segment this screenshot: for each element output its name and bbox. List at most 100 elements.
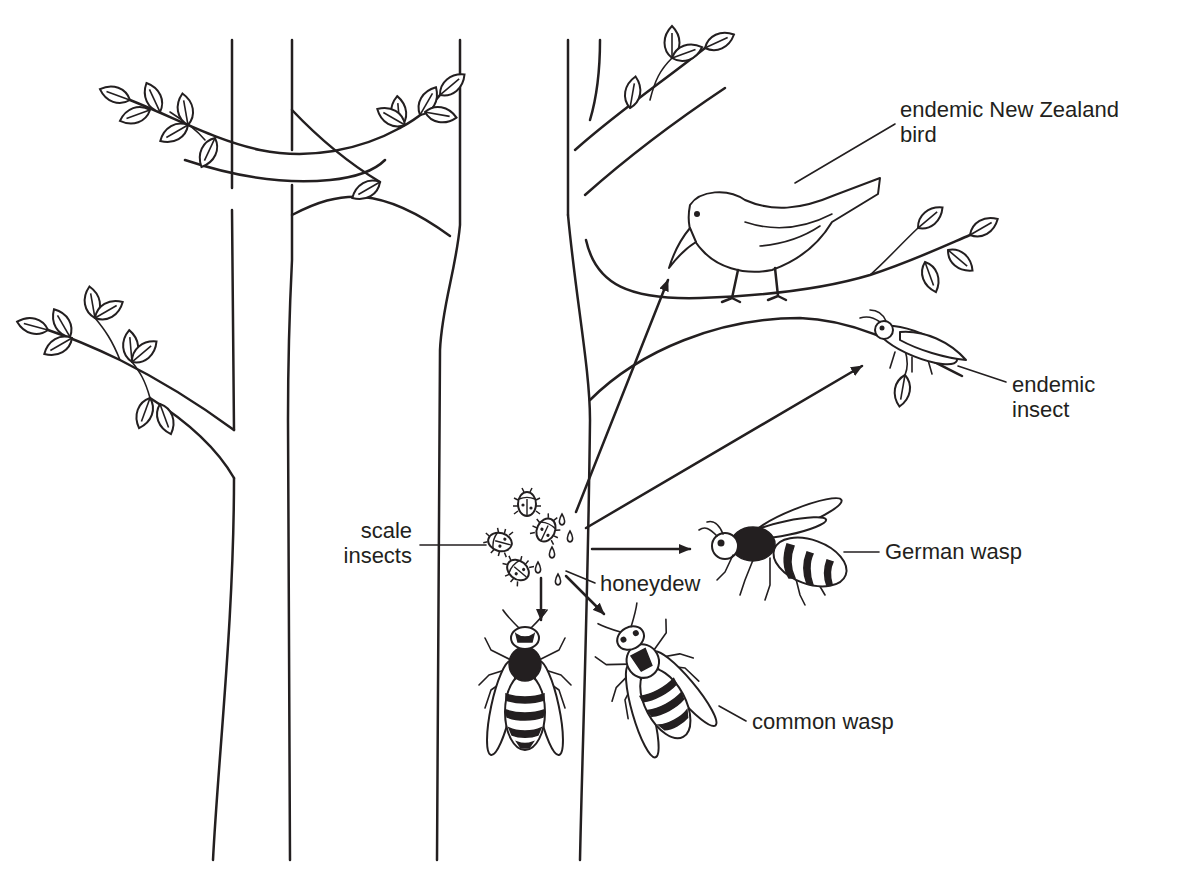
left-tree (232, 210, 234, 430)
common-wasp (509, 647, 541, 681)
leader-lines (566, 571, 595, 583)
feeding-arrows (586, 366, 862, 528)
leaves (669, 40, 704, 65)
leaves (892, 374, 912, 408)
german-wasp (717, 555, 733, 580)
label: German wasp (885, 539, 1022, 564)
feeding-arrows (540, 578, 543, 620)
leaves (153, 401, 178, 436)
leaves (175, 92, 195, 126)
left-tree (132, 362, 150, 398)
insect (860, 310, 886, 322)
german-wasp (825, 560, 833, 586)
left-tree (185, 160, 385, 181)
leaves (117, 103, 152, 128)
common-wasp (631, 648, 654, 671)
common-wasp (511, 627, 539, 649)
leader-lines (844, 551, 879, 553)
insect (880, 326, 885, 331)
feeding-arrows (541, 280, 862, 620)
right-tree (567, 40, 570, 215)
insect (900, 332, 966, 360)
bird (760, 226, 820, 246)
common-wasp (506, 710, 544, 720)
left-tree (292, 197, 450, 236)
leaves (424, 105, 458, 125)
left-tree (150, 398, 234, 478)
german-wasp (718, 540, 725, 547)
common-wasp (505, 674, 545, 750)
label: common wasp (752, 709, 894, 734)
right-tree (568, 40, 970, 860)
leaves (127, 336, 161, 368)
common-wasp (516, 634, 534, 642)
label: scale insects (322, 518, 412, 568)
leaves (435, 69, 469, 101)
leaves (132, 395, 157, 430)
leaves (623, 75, 643, 109)
common-wasp (632, 629, 640, 637)
leaves (195, 135, 222, 170)
feeding-arrows (576, 280, 668, 512)
german-wasp (712, 533, 738, 559)
leaves (91, 296, 126, 325)
label: honeydew (600, 571, 700, 596)
left-tree (130, 95, 440, 154)
leaves (918, 259, 943, 294)
german-wasp (699, 522, 723, 537)
leader-lines (719, 706, 746, 721)
insect (875, 321, 893, 339)
common-wasp (509, 728, 541, 737)
common-wasp (517, 742, 533, 748)
leaves (48, 306, 77, 341)
bird (768, 268, 786, 300)
scale-insects (481, 524, 515, 558)
german-wasp (767, 528, 853, 595)
leader-lines (420, 124, 1006, 721)
german-wasp (804, 552, 813, 585)
leader-lines (958, 366, 1006, 382)
leaves (623, 26, 1002, 408)
leaves (97, 82, 132, 107)
scale-insects (528, 510, 565, 547)
leaves (41, 332, 76, 361)
honeydew-drops (567, 531, 572, 542)
common-wasp (598, 603, 645, 640)
leaves (157, 119, 192, 148)
left-tree (437, 40, 460, 860)
insect (860, 310, 966, 374)
label: endemic insect (1012, 372, 1107, 422)
right-tree (568, 215, 590, 860)
feeding-arrows (592, 548, 690, 551)
honeydew-drops (549, 547, 554, 558)
leaves (702, 28, 737, 55)
honeydew-drops (535, 514, 572, 585)
left-tree (95, 318, 120, 360)
scale-insects (513, 488, 541, 516)
right-tree (585, 88, 725, 195)
leaves (349, 176, 384, 205)
left-tree (48, 330, 234, 430)
common-wasp (648, 693, 686, 720)
leaves (943, 244, 977, 276)
left-tree (288, 185, 292, 860)
bird (694, 211, 700, 217)
leader-lines (420, 544, 486, 546)
leaves (15, 314, 50, 337)
common-wasp (506, 694, 544, 703)
german-wasp (784, 544, 795, 578)
left-tree (231, 40, 234, 188)
common-wasp (479, 610, 571, 757)
scale-insects (497, 549, 536, 588)
leaves (913, 202, 947, 234)
honeydew-drops (555, 574, 560, 585)
common-wasp (577, 592, 727, 765)
leader-lines (795, 124, 895, 183)
bird (745, 214, 832, 228)
label: endemic New Zealand bird (900, 97, 1140, 147)
left-tree (48, 40, 460, 860)
feeding-arrows (566, 576, 604, 614)
right-tree (650, 58, 672, 100)
right-tree (870, 228, 918, 275)
